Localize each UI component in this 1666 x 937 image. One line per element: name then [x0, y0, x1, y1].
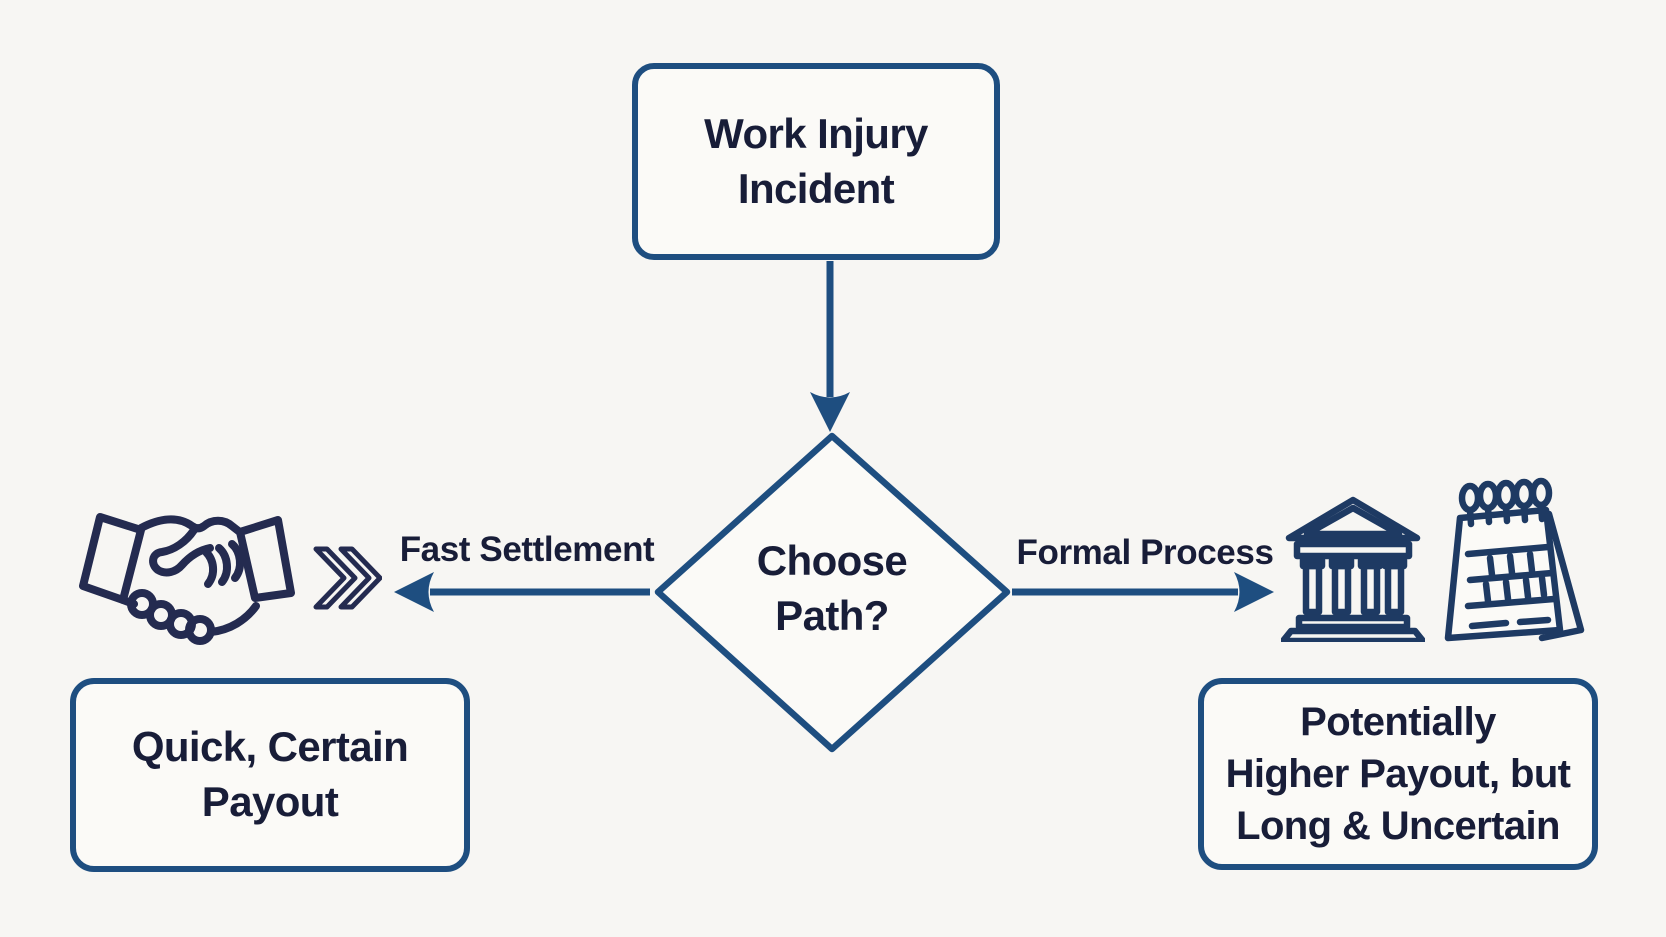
node-choose-path: Choose Path?	[702, 496, 962, 682]
courthouse-icon	[1281, 496, 1425, 642]
node-text-line: Higher Payout, but	[1225, 752, 1571, 796]
double-chevron-icon	[313, 546, 382, 610]
edge-label-fast-settlement: Fast Settlement	[399, 530, 655, 569]
arrow-left-head	[394, 572, 434, 612]
node-text-line: Path?	[775, 592, 889, 639]
node-text-line: Choose	[756, 537, 908, 585]
calendar-icon	[1444, 477, 1585, 642]
handshake-icon	[79, 513, 295, 645]
node-potentially-higher-payout: Potentially Higher Payout, but Long & Un…	[1198, 678, 1598, 870]
arrow-down-head	[810, 392, 850, 432]
node-text-line: Quick, Certain	[131, 723, 409, 771]
node-text-line: Work Injury	[704, 109, 928, 157]
node-text-line: Potentially	[1300, 700, 1496, 744]
edge-label-formal-process: Formal Process	[1016, 533, 1274, 572]
node-text-line: Incident	[737, 164, 895, 212]
arrow-right-head	[1234, 572, 1274, 612]
node-quick-certain-payout: Quick, Certain Payout	[70, 678, 470, 872]
node-text-line: Long & Uncertain	[1236, 804, 1560, 848]
node-text-line: Payout	[201, 778, 339, 825]
node-work-injury-incident: Work Injury Incident	[632, 63, 1000, 260]
